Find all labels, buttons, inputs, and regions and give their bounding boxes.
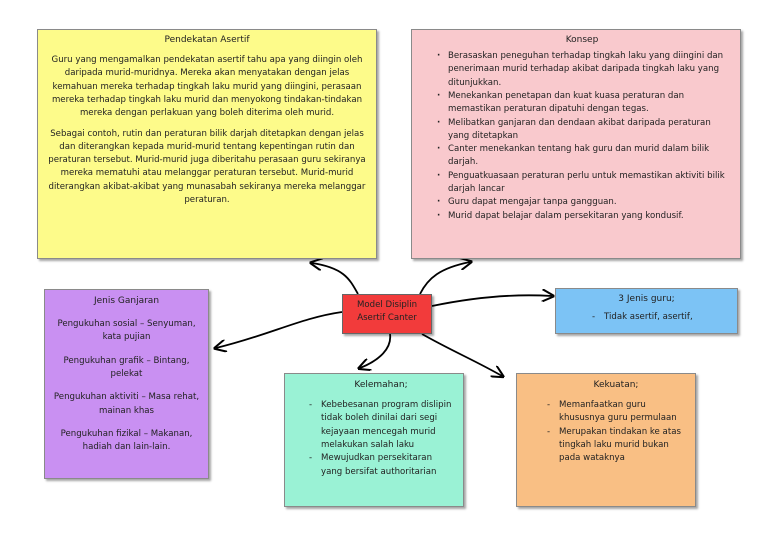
- kelemahan-list: Kebebesanan program dislipin tidak boleh…: [307, 399, 455, 479]
- konsep-box: Konsep Berasaskan peneguhan terhadap tin…: [411, 29, 741, 259]
- pendekatan-title: Pendekatan Asertif: [164, 35, 250, 45]
- kelemahan-box: Kelemahan; Kebebesanan program dislipin …: [284, 373, 464, 507]
- kelemahan-item: Kebebesanan program dislipin tidak boleh…: [309, 399, 455, 452]
- ganjaran-item: Pengukuhan grafik – Bintang, pelekat: [63, 355, 190, 379]
- konsep-item: Melibatkan ganjaran dan dendaan akibat d…: [437, 117, 730, 144]
- kelemahan-item: Mewujudkan persekitaran yang bersifat au…: [309, 452, 455, 479]
- konsep-item: Murid dapat belajar dalam persekitaran y…: [437, 210, 730, 224]
- guru-list: Tidak asertif, asertif,: [562, 311, 731, 325]
- konsep-item: Guru dapat mengajar tanpa gangguan.: [437, 196, 730, 210]
- connector-to-kelemahan: [360, 333, 392, 368]
- pendekatan-paragraph-2: Sebagai contoh, rutin dan peraturan bili…: [48, 128, 366, 206]
- guru-item: Tidak asertif, asertif,: [592, 311, 731, 325]
- connector-to-pendekatan: [312, 263, 359, 295]
- konsep-item: Menekankan penetapan dan kuat kuasa pera…: [437, 90, 730, 117]
- ganjaran-item: Pengukuhan fizikal – Makanan, hadiah dan…: [60, 428, 193, 453]
- kekuatan-box: Kekuatan; Memanfaatkan guru khususnya gu…: [516, 373, 696, 507]
- pendekatan-asertif-box: Pendekatan Asertif Guru yang mengamalkan…: [37, 29, 377, 259]
- jenis-ganjaran-box: Jenis Ganjaran Pengukuhan sosial – Senyu…: [44, 289, 209, 479]
- kekuatan-list: Memanfaatkan guru khususnya guru permula…: [545, 399, 687, 466]
- guru-title: 3 Jenis guru;: [618, 294, 675, 304]
- pendekatan-paragraph-1: Guru yang mengamalkan pendekatan asertif…: [51, 54, 363, 119]
- central-topic-line-2: Asertif Canter: [357, 313, 417, 324]
- konsep-item: Berasaskan peneguhan terhadap tingkah la…: [437, 50, 730, 90]
- connector-to-ganjaran: [216, 311, 343, 348]
- kekuatan-title: Kekuatan;: [593, 380, 639, 390]
- connector-to-guru: [431, 295, 552, 307]
- konsep-title: Konsep: [565, 35, 599, 45]
- central-topic-line-1: Model Disiplin: [356, 300, 418, 310]
- konsep-item: Penguatkuasaan peraturan perlu untuk mem…: [437, 170, 730, 197]
- konsep-list: Berasaskan peneguhan terhadap tingkah la…: [434, 50, 730, 223]
- ganjaran-title: Jenis Ganjaran: [93, 296, 160, 306]
- connector-to-konsep: [419, 262, 470, 295]
- connector-to-kekuatan: [421, 333, 502, 376]
- central-topic-box: Model Disiplin Asertif Canter: [342, 294, 432, 334]
- ganjaran-item: Pengukuhan aktiviti – Masa rehat, mainan…: [53, 392, 200, 416]
- konsep-item: Canter menekankan tentang hak guru dan m…: [437, 143, 730, 170]
- kekuatan-item: Merupakan tindakan ke atas tingkah laku …: [547, 426, 687, 466]
- jenis-guru-box: 3 Jenis guru; Tidak asertif, asertif,: [555, 288, 738, 334]
- kelemahan-title: Kelemahan;: [354, 380, 408, 390]
- kekuatan-item: Memanfaatkan guru khususnya guru permula…: [547, 399, 687, 426]
- ganjaran-item: Pengukuhan sosial – Senyuman, kata pujia…: [57, 318, 196, 343]
